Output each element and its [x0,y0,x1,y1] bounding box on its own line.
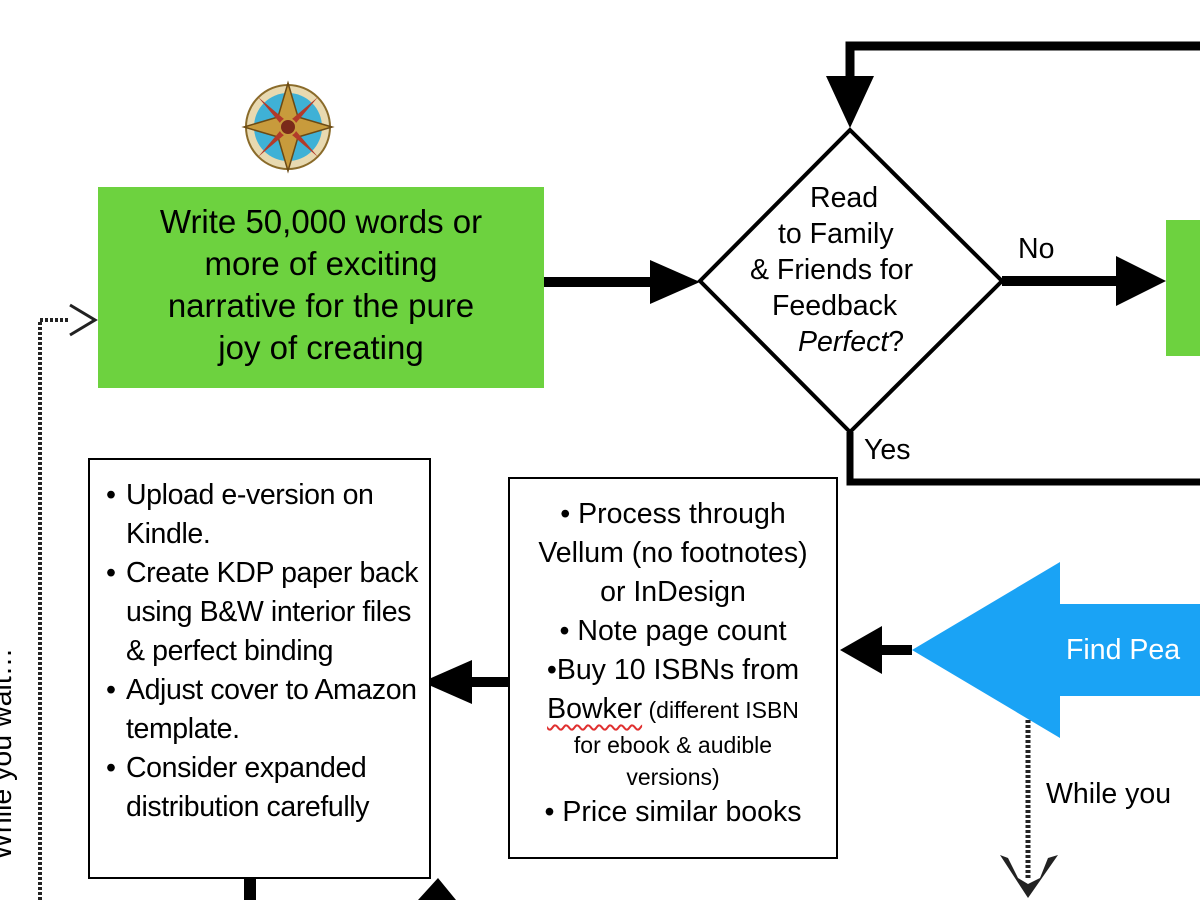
write-line-3: narrative for the pure [167,287,475,324]
process-line-8: versions) [626,764,720,790]
label-find: Find Pea [1066,634,1181,666]
label-while-you: While you [1046,778,1172,810]
arrowhead-to-process [840,626,882,674]
upload-item-2: Create KDP paper back using B&W interior… [106,554,423,671]
decision-line-4: Feedback [772,290,898,322]
connector-bottom-left [244,879,256,900]
label-no: No [1018,233,1055,265]
write-line-4: joy of creating [218,329,424,366]
bowker-link[interactable]: Bowker [547,693,643,725]
process-line-5: •Buy 10 ISBNs from [546,654,800,686]
decision-line-3: & Friends for [750,254,914,286]
compass-emblem-icon [241,80,335,174]
decision-line-5: Perfect? [748,324,948,360]
arrowhead-no [1116,256,1166,306]
process-line-7: for ebook & audible [573,732,773,758]
process-line-9: • Price similar books [544,796,802,828]
decision-italic: Perfect [798,326,889,358]
decision-text: Read to Family & Friends for Feedback Pe… [748,180,948,360]
upload-item-1: Upload e-version on Kindle. [106,476,423,554]
upload-list: Upload e-version on Kindle. Create KDP p… [106,476,423,827]
upload-item-4: Consider expanded distribution carefully [106,749,423,827]
write-line-1: Write 50,000 words or [159,203,483,240]
write-line-2: more of exciting [204,245,438,282]
decision-line-1: Read [810,182,879,214]
process-line-4: • Note page count [559,615,787,647]
process-line-3: or InDesign [600,576,746,608]
process-line-6: Bowker (different ISBN [510,690,836,729]
while-wait-connector-left [38,318,68,900]
process-line-2: Vellum (no footnotes) [538,537,808,569]
loop-connector-top [845,41,1200,76]
label-yes: Yes [864,434,911,466]
process-line-1: • Process through [560,498,786,530]
while-you-arrowhead [1000,855,1058,898]
decision-line-2: to Family [778,218,894,250]
arrowhead-to-upload [422,660,472,704]
upload-box: Upload e-version on Kindle. Create KDP p… [88,458,431,879]
while-wait-arrowhead [69,303,98,337]
decision-tail: ? [888,326,905,358]
arrowhead-to-decision [650,260,700,304]
write-box: Write 50,000 words or more of exciting n… [98,187,544,388]
process-line-6-tail: (different ISBN [642,697,799,723]
upload-item-3: Adjust cover to Amazon template. [106,671,423,749]
connector-yes [846,432,1200,486]
process-box: • Process through Vellum (no footnotes) … [508,477,838,859]
label-while-you-wait: While you wait… [0,647,18,860]
loop-arrowhead-down [826,76,874,128]
green-box-partial [1166,220,1200,356]
arrowhead-bottom-up [418,878,456,900]
find-arrow-blue [912,562,1200,738]
